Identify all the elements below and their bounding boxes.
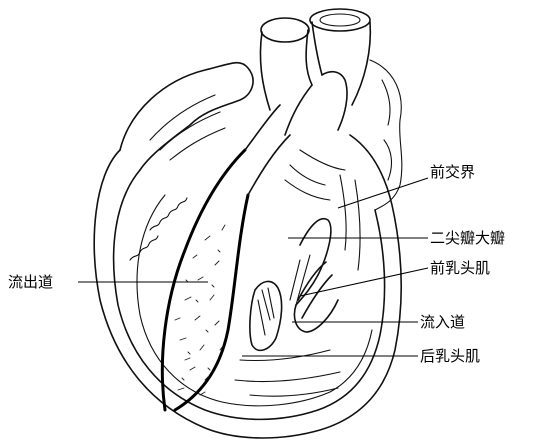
lower-trabeculae — [235, 350, 340, 396]
vessel-trunk — [260, 22, 370, 110]
inflow-striations — [285, 150, 360, 270]
outflow-hatching — [175, 225, 225, 395]
vessel-inner-wall — [285, 72, 347, 135]
outflow-upper — [245, 105, 290, 195]
label-mitral-large-leaflet: 二尖瓣大瓣 — [430, 229, 505, 247]
label-posterior-papillary-muscle: 后乳头肌 — [420, 347, 480, 365]
vessel-opening-left — [261, 18, 309, 42]
wall-line — [137, 195, 372, 406]
label-anterior-papillary-muscle: 前乳头肌 — [430, 259, 490, 277]
septal-wave-2 — [130, 236, 158, 260]
vessel-opening-right — [310, 9, 370, 31]
atrial-appendage — [120, 63, 253, 170]
posterior-papillary-muscle — [250, 281, 282, 350]
label-anterior-junction: 前交界 — [430, 163, 475, 181]
leader-anterior-junction — [338, 178, 428, 208]
outflow-cut-edge-2 — [175, 195, 248, 410]
right-texture — [382, 80, 391, 180]
vessel-inner-ring — [320, 14, 360, 26]
septal-wave-1 — [150, 198, 187, 230]
right-bulge — [370, 60, 402, 210]
outflow-cut-edge — [162, 150, 245, 410]
label-inflow-tract: 流入道 — [420, 313, 465, 331]
label-outflow-tract: 流出道 — [8, 273, 53, 291]
